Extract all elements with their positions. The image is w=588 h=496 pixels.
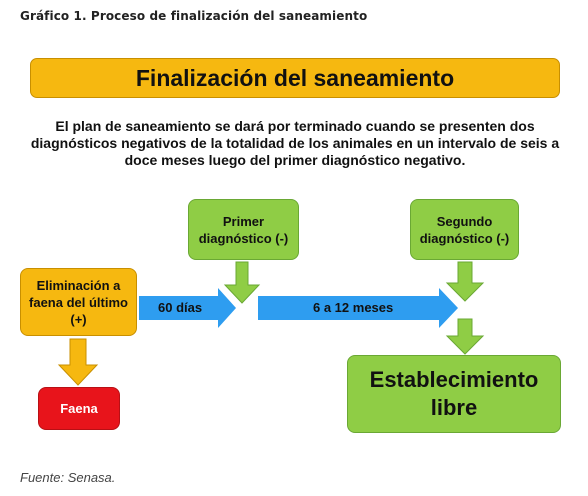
arrow-60-dias [139, 288, 236, 328]
node-establecimiento-libre: Establecimiento libre [347, 355, 561, 433]
arrow-6-12-meses [258, 288, 458, 328]
arrow-down-libre [445, 318, 485, 355]
label-60-dias: 60 días [158, 300, 203, 315]
node-eliminacion: Eliminación a faena del último (+) [20, 268, 137, 336]
diagram-description: El plan de saneamiento se dará por termi… [30, 118, 560, 168]
node-segundo-label: Segundo diagnóstico (-) [419, 213, 510, 246]
node-eliminacion-label: Eliminación a faena del último (+) [29, 277, 128, 327]
node-primer-label: Primer diagnóstico (-) [198, 213, 289, 246]
figure-caption: Gráfico 1. Proceso de finalización del s… [20, 9, 368, 23]
node-faena-label: Faena [60, 401, 98, 416]
arrow-down-segundo [445, 261, 485, 302]
node-primer-diagnostico: Primer diagnóstico (-) [188, 199, 299, 260]
node-faena: Faena [38, 387, 120, 430]
diagram-title: Finalización del saneamiento [30, 58, 560, 98]
arrow-down-faena [57, 338, 99, 386]
arrow-down-primer [223, 261, 261, 304]
source-note: Fuente: Senasa. [20, 470, 116, 485]
node-libre-label: Establecimiento libre [369, 367, 539, 420]
label-6-12-meses: 6 a 12 meses [313, 300, 394, 315]
node-segundo-diagnostico: Segundo diagnóstico (-) [410, 199, 519, 260]
